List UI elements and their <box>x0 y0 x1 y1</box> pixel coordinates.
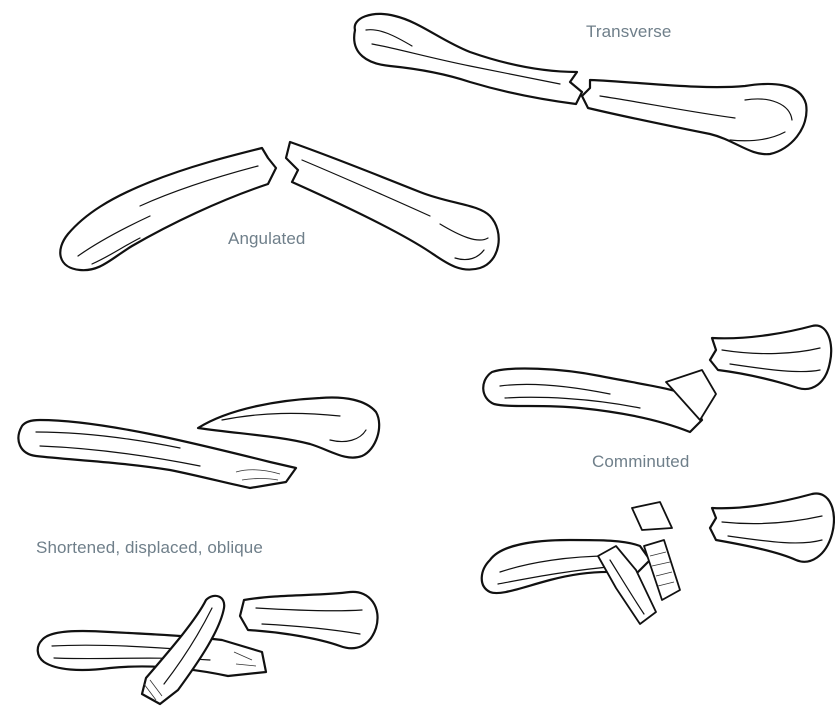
comminuted-bottom-right-fragment <box>710 494 834 562</box>
angulated-left-fragment <box>60 148 276 270</box>
comminuted-top-right-fragment <box>710 326 831 389</box>
oblique-fracture-bottom <box>38 592 378 704</box>
angulated-fracture <box>60 142 498 270</box>
oblique-fracture-top <box>18 398 379 488</box>
transverse-label: Transverse <box>586 22 671 42</box>
comminuted-fracture-bottom <box>482 494 834 624</box>
oblique-bottom-left-fragment <box>38 631 266 676</box>
transverse-right-fragment <box>582 80 807 154</box>
transverse-left-fragment <box>354 14 582 104</box>
oblique-top-upper-fragment <box>198 398 379 458</box>
comminuted-label: Comminuted <box>592 452 689 472</box>
transverse-fracture <box>354 14 806 154</box>
angulated-right-fragment <box>286 142 499 270</box>
comminuted-fracture-top <box>483 326 831 432</box>
shortened-displaced-oblique-label: Shortened, displaced, oblique <box>36 538 263 558</box>
angulated-label: Angulated <box>228 229 305 249</box>
comminuted-crushed-fragment <box>644 540 680 600</box>
comminuted-free-fragment-small <box>632 502 672 530</box>
comminuted-top-left-fragment <box>483 369 716 432</box>
oblique-bottom-right-fragment <box>240 592 378 648</box>
